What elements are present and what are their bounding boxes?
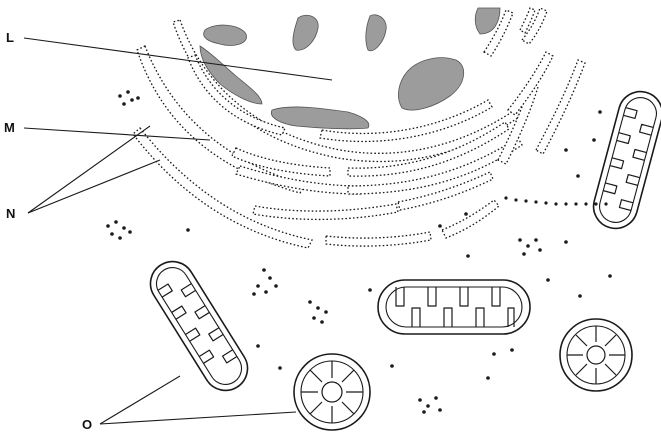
leader-n-upper <box>28 126 150 213</box>
mitochondrion-right-round <box>560 319 632 391</box>
mitochondrion-bottom-round <box>294 354 370 430</box>
label-m: M <box>4 120 15 135</box>
leader-lines <box>24 38 332 424</box>
leader-o-upper <box>100 376 180 424</box>
mitochondrion-center <box>378 280 530 334</box>
mitochondrion-left <box>142 253 256 398</box>
label-n: N <box>6 206 15 221</box>
leader-l <box>24 38 332 80</box>
leader-m <box>24 128 210 140</box>
leader-n-lower <box>28 160 160 213</box>
label-o: O <box>82 417 92 432</box>
mitochondrion-upper-right <box>589 87 661 234</box>
leader-o-lower <box>100 412 296 424</box>
label-l: L <box>6 30 14 45</box>
